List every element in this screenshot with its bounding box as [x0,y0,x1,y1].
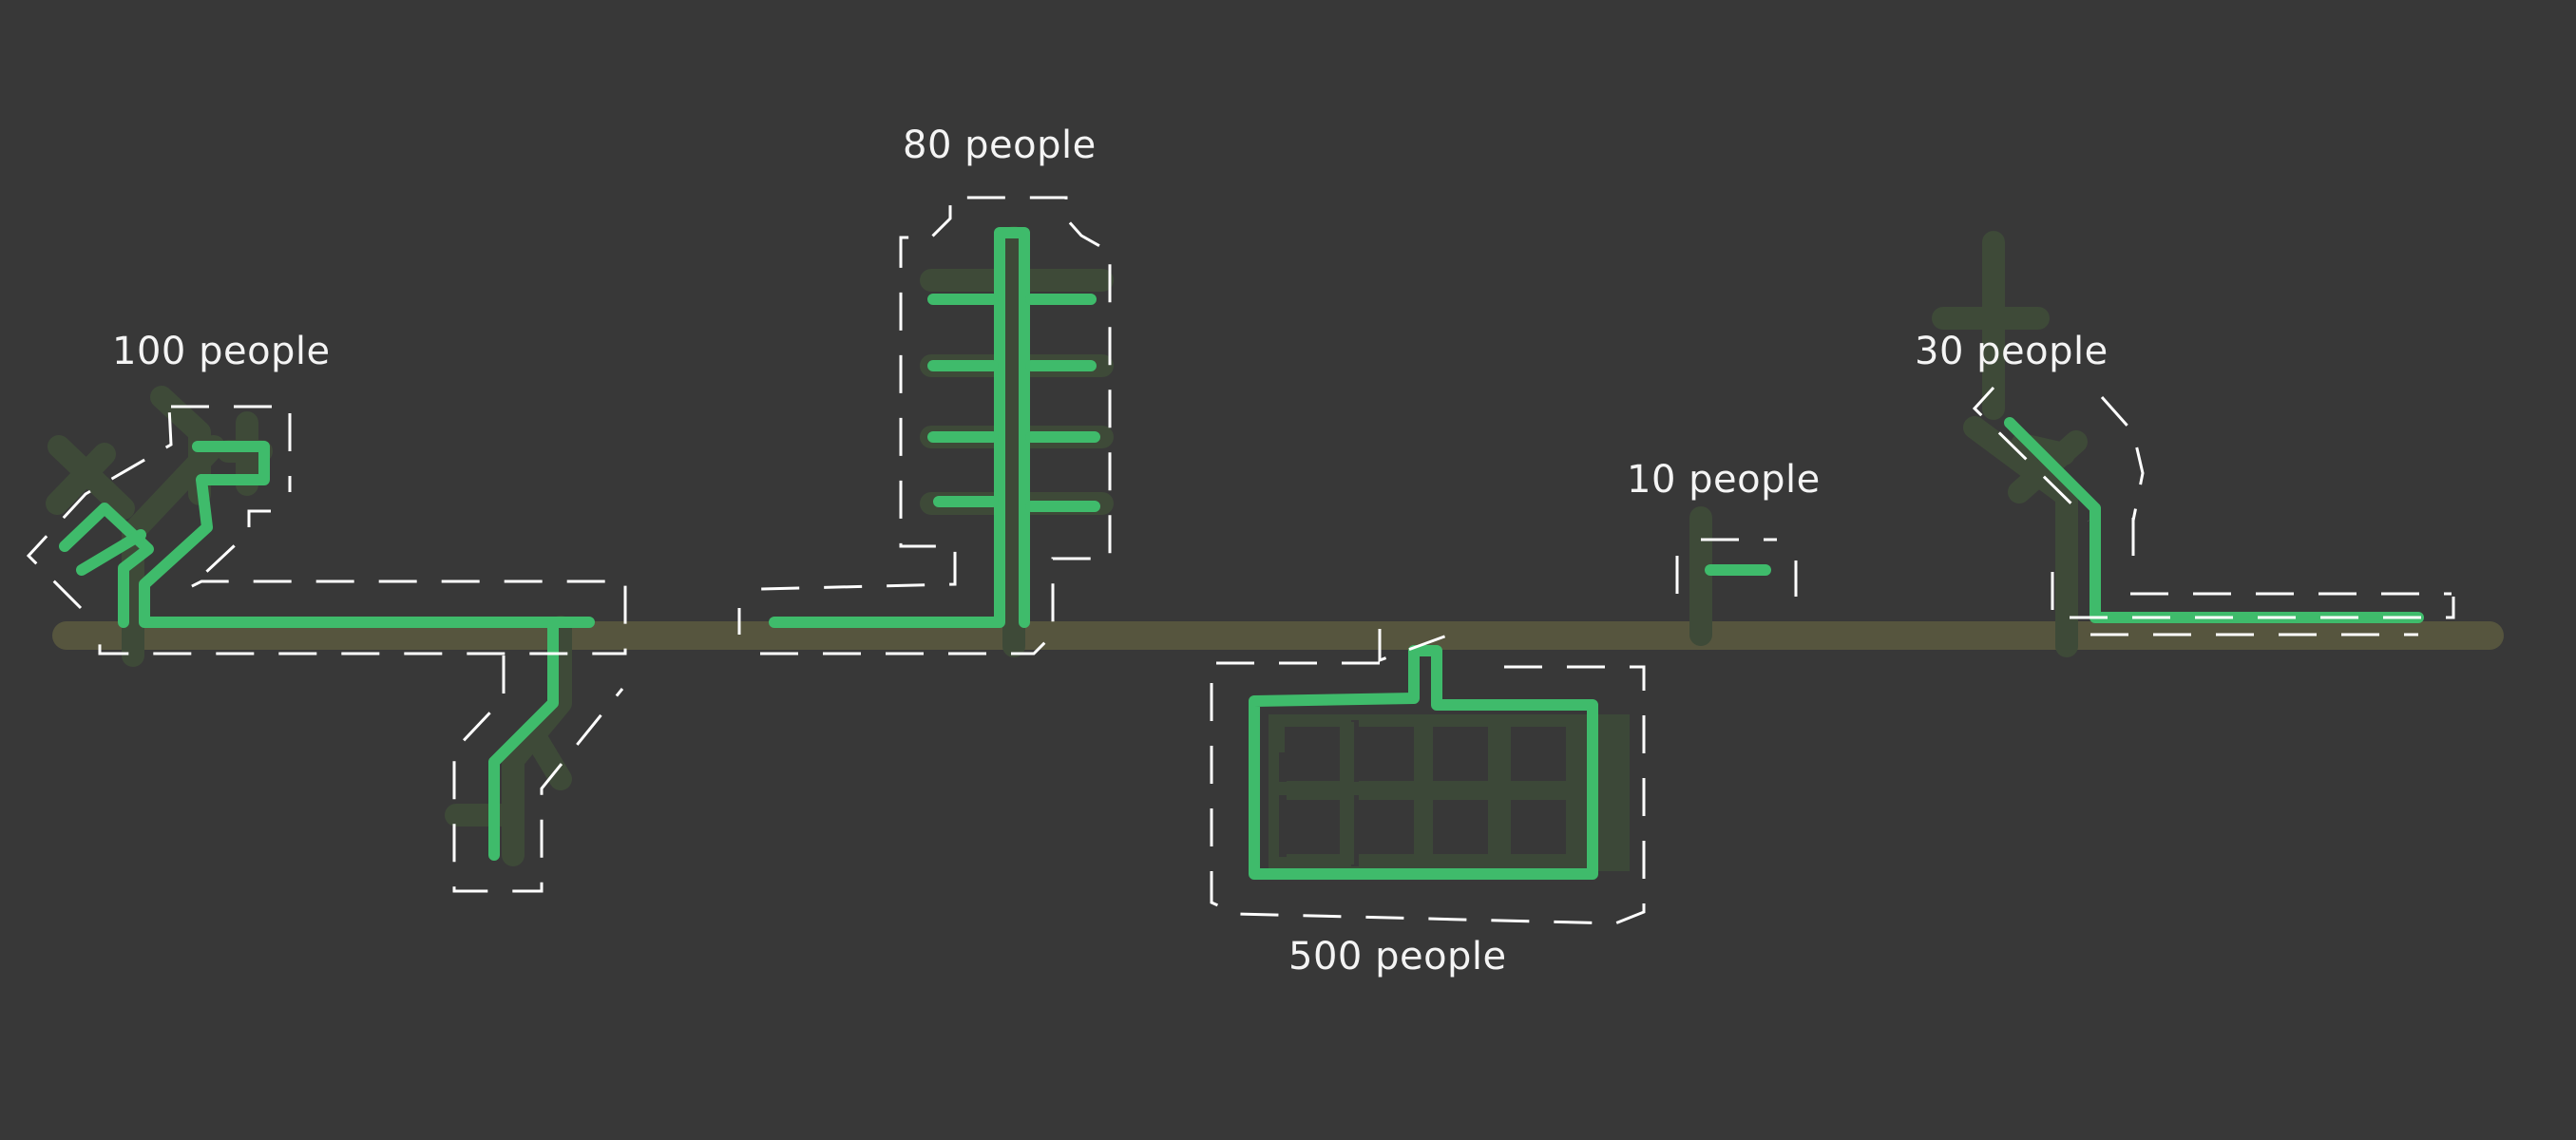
cluster-100-people: 100 people [26,330,627,893]
cluster-label: 10 people [1627,458,1821,502]
cluster-label: 30 people [1915,330,2109,373]
sewer-pipe [2004,417,2424,623]
cluster-500-people: 500 people [1210,627,1646,978]
zone-outline [737,196,1112,656]
cluster-label: 500 people [1288,935,1507,978]
cluster-10-people: 10 people [1627,458,1821,646]
sewer-pipes [769,227,1100,628]
faded-branches [920,226,1114,657]
cluster-80-people: 80 people [737,124,1114,657]
zone-outline [1210,627,1646,925]
zone-outline [1675,538,1798,597]
cluster-30-people: 30 people [1915,231,2455,657]
grid-windows [1273,722,1582,864]
zone-outline [26,405,627,893]
sewer-pipes [59,441,595,861]
cluster-label: 100 people [112,330,331,373]
cluster-label: 80 people [903,124,1097,167]
zone-outline [1972,386,2455,636]
building-outline-pipe [1249,645,1598,880]
